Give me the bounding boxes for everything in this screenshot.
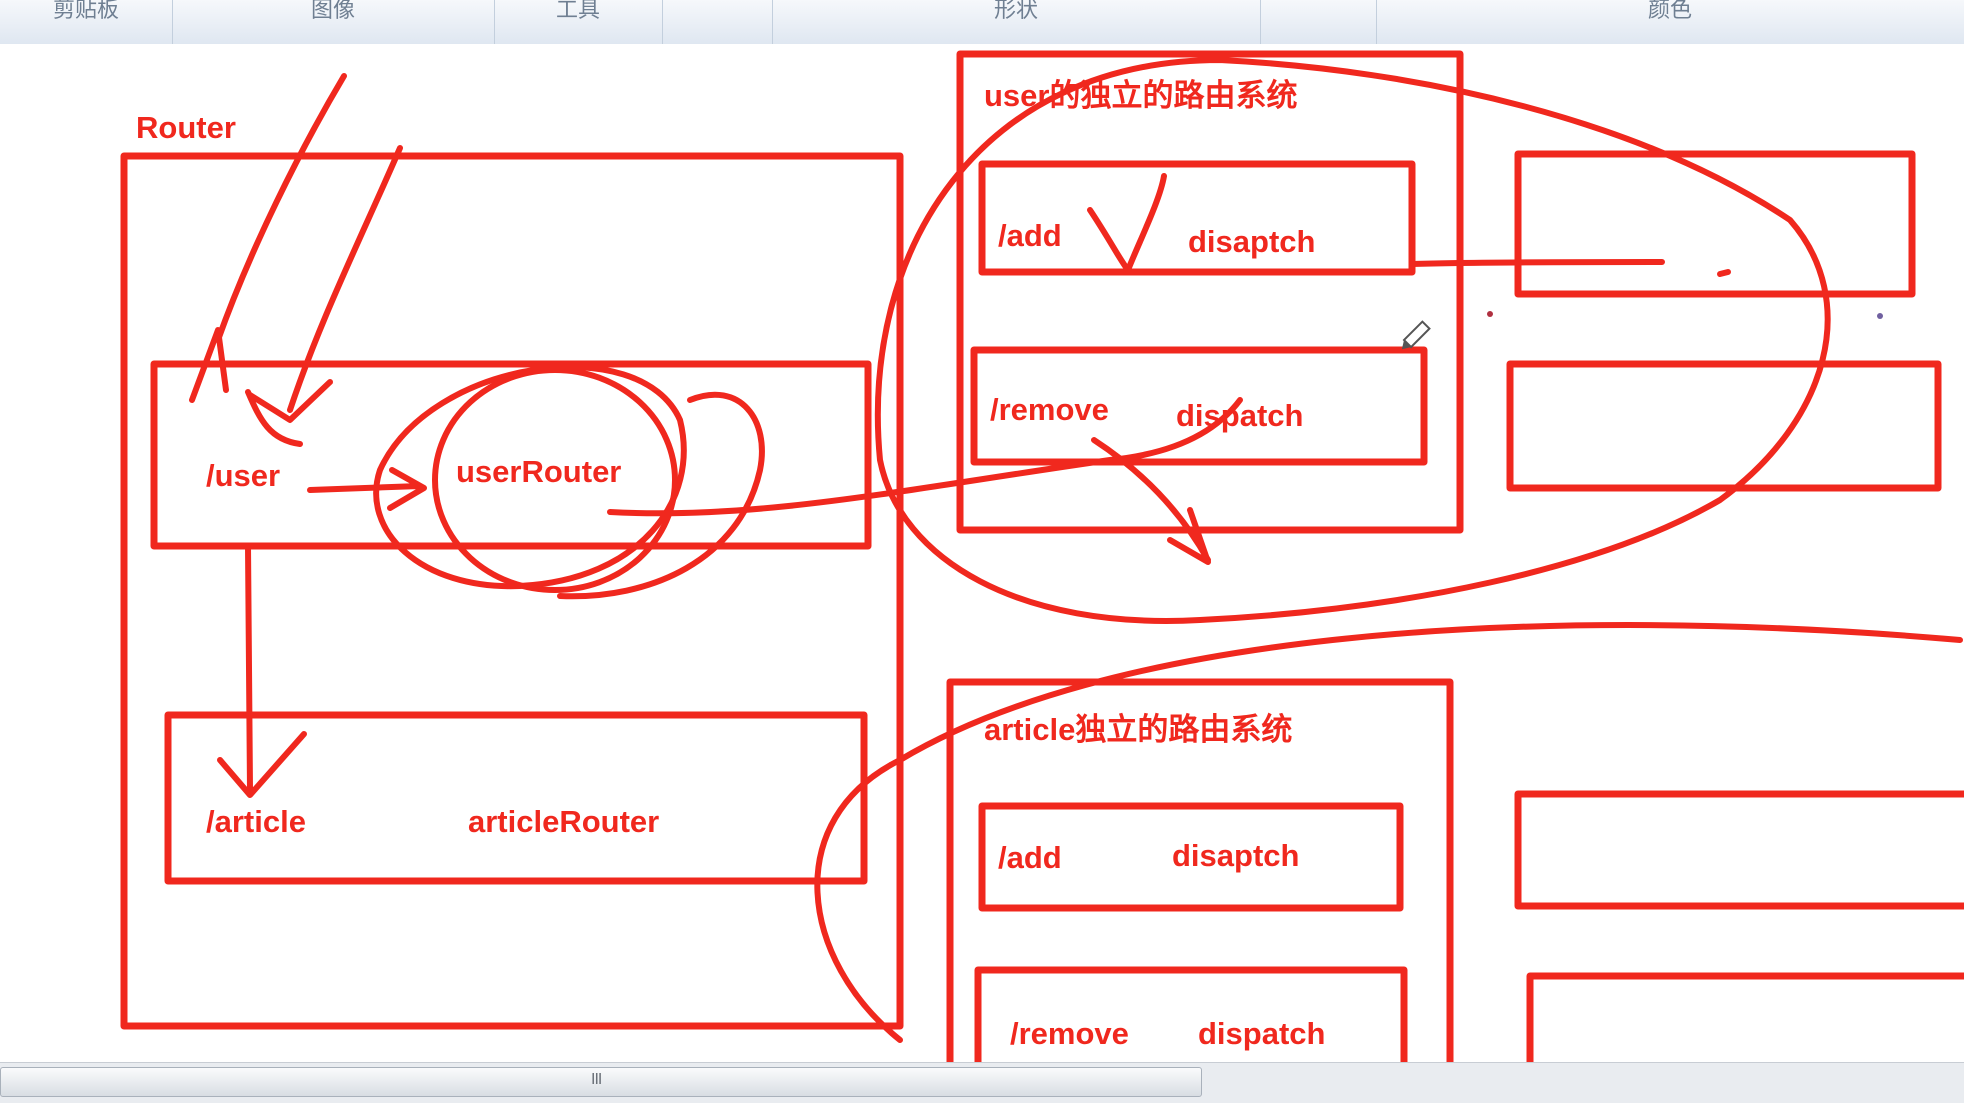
stray-dot-1 (1487, 311, 1493, 317)
ribbon-group-clipboard[interactable]: 剪贴板 (0, 0, 173, 44)
arrow-1 (189, 73, 347, 403)
user-add-dispatch: disaptch (1188, 224, 1315, 259)
handler-box-2 (1506, 360, 1942, 492)
check-mark-add (1087, 173, 1167, 273)
loop-user-system (874, 57, 1831, 624)
circle-mid (373, 364, 687, 590)
ribbon-group-bar: 剪贴板 图像 工具 形状 颜色 (0, 0, 1964, 45)
user-remove-dispatch: dispatch (1176, 398, 1303, 433)
article-add-dispatch: disaptch (1172, 838, 1299, 873)
arrow-remove (1091, 437, 1211, 565)
article-remove-dispatch: dispatch (1198, 1016, 1325, 1051)
ribbon-group-image[interactable]: 图像 (172, 0, 495, 44)
ribbon-group-tools[interactable]: 工具 (494, 0, 663, 44)
ribbon-group-size[interactable] (1260, 0, 1377, 44)
user-remove-box (970, 346, 1428, 466)
check-mark-user (245, 389, 303, 447)
loop-article-system (814, 622, 1963, 1043)
annotations (189, 57, 1963, 1043)
ribbon-label-colors: 颜色 (1647, 0, 1692, 22)
user-remove-label: /remove (990, 392, 1109, 427)
article-add-box (978, 802, 1404, 912)
handler-box-3 (1514, 790, 1964, 910)
article-add-label: /add (998, 840, 1062, 875)
connector-to-user-system (607, 397, 1243, 517)
ribbon-label-shapes: 形状 (993, 0, 1038, 22)
dot-mark (1717, 269, 1731, 277)
article-remove-label: /remove (1010, 1016, 1129, 1051)
ribbon-label-tools: 工具 (555, 0, 600, 22)
ribbon-group-shapes[interactable]: 形状 (772, 0, 1261, 44)
arrow-to-article (217, 543, 307, 798)
user-route-box (150, 360, 872, 550)
handler-box-4 (1526, 972, 1964, 1062)
scrollbar-thumb[interactable]: III (0, 1067, 1202, 1097)
stray-dot-2 (1877, 313, 1883, 319)
article-system-title: article独立的路由系统 (984, 712, 1292, 747)
paint-canvas[interactable]: Router /user userRouter /article article… (0, 44, 1964, 1062)
user-system-box (956, 50, 1464, 534)
circle-outer (557, 391, 765, 600)
user-system-title: user的独立的路由系统 (984, 78, 1297, 113)
user-router-label: userRouter (456, 454, 621, 489)
ribbon-label-clipboard: 剪贴板 (52, 0, 119, 22)
ribbon-group-colors[interactable]: 颜色 (1376, 0, 1964, 44)
router-title: Router (136, 110, 236, 145)
diagram-drawing: Router /user userRouter /article article… (120, 50, 1964, 1062)
arrow-user-router (307, 467, 427, 511)
article-remove-box (974, 966, 1408, 1062)
pencil-cursor-icon (1401, 320, 1431, 350)
ribbon-group-brushes[interactable] (662, 0, 773, 44)
ribbon-label-image: 图像 (310, 0, 355, 22)
scrollbar-grip-icon: III (591, 1071, 602, 1088)
user-path-label: /user (206, 458, 280, 493)
connector-add-handler (1409, 259, 1665, 267)
article-path-label: /article (206, 804, 306, 839)
article-system-box (946, 678, 1454, 1062)
horizontal-scrollbar[interactable]: III (0, 1062, 1964, 1103)
article-router-label: articleRouter (468, 804, 659, 839)
user-add-box (978, 160, 1416, 276)
arrow-2 (247, 145, 403, 423)
user-add-label: /add (998, 218, 1062, 253)
article-route-box (164, 711, 868, 885)
router-box (120, 152, 904, 1030)
handler-box-1 (1514, 150, 1916, 298)
